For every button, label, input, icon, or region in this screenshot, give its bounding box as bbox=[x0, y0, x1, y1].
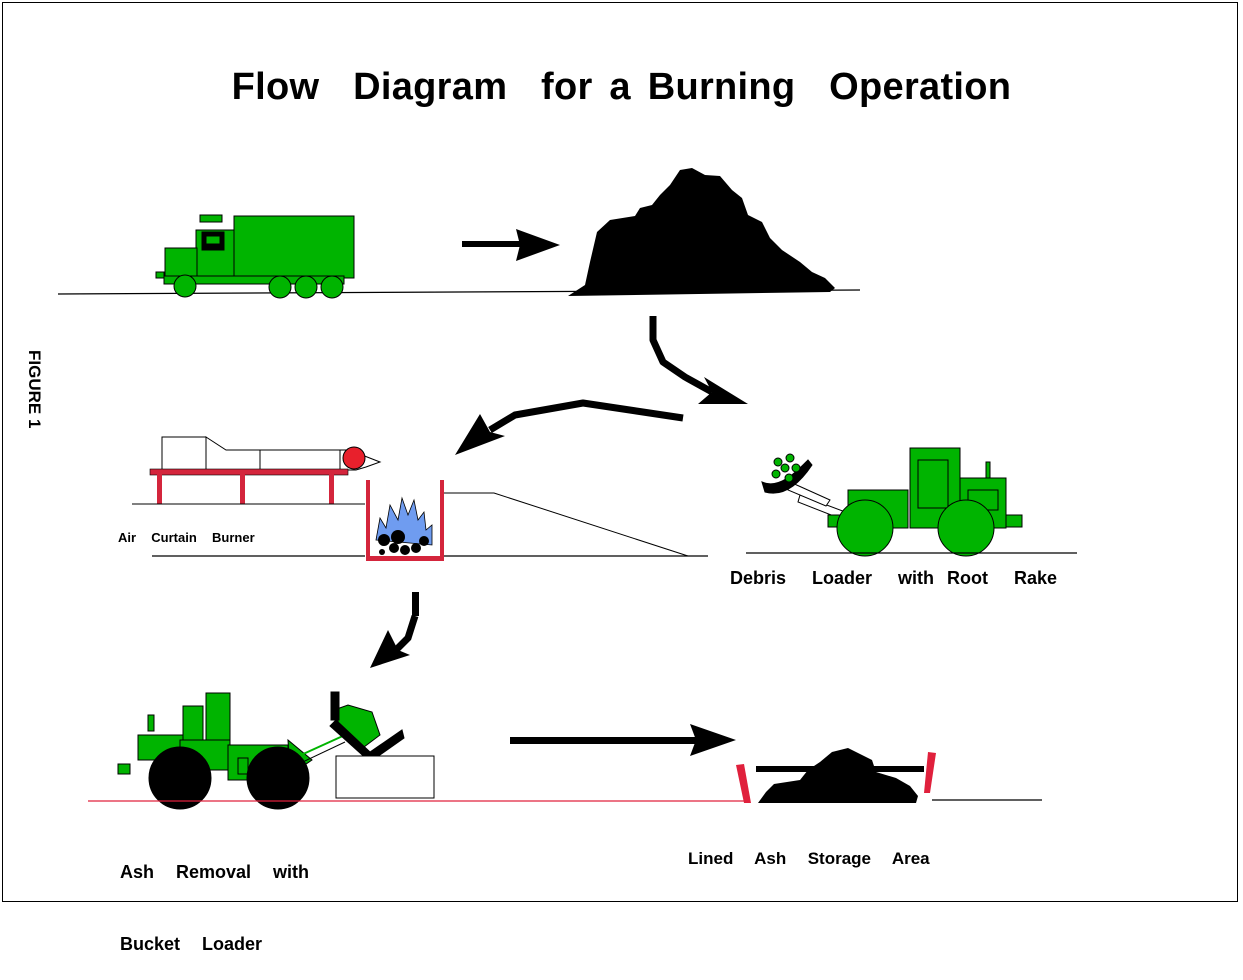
arrow-truck-to-pile-icon bbox=[462, 229, 560, 261]
debris-loader-label: Debris Loader with Root Rake bbox=[730, 568, 1058, 588]
arrow-head-to-loader-icon bbox=[698, 377, 748, 404]
arrow-ash-to-storage-icon bbox=[510, 724, 736, 756]
burner-pit-icon bbox=[366, 480, 444, 561]
dump-truck-icon bbox=[155, 214, 355, 299]
air-curtain-burner-icon bbox=[149, 436, 382, 504]
air-curtain-burner-label: Air Curtain Burner bbox=[118, 530, 255, 545]
arrow-burner-to-ash-icon bbox=[370, 592, 419, 668]
arrow-loader-to-burner-icon bbox=[488, 399, 684, 434]
debris-loader-icon bbox=[761, 447, 1023, 557]
ash-removal-label-line2: Bucket Loader bbox=[120, 934, 263, 954]
bucket-loader-icon bbox=[117, 691, 405, 810]
arrow-pile-to-loader-icon bbox=[649, 316, 714, 396]
ash-removal-label: Ash Removal with Bucket Loader bbox=[120, 812, 309, 980]
ash-truck-box bbox=[335, 755, 435, 799]
ash-storage-icon bbox=[736, 748, 936, 803]
ash-storage-label: Lined Ash Storage Area bbox=[688, 849, 930, 868]
ramp-icon bbox=[444, 492, 689, 557]
arrow-head-to-burner-icon bbox=[455, 414, 505, 455]
diagram-title: Flow Diagram for a Burning Operation bbox=[231, 66, 1012, 108]
debris-pile-icon bbox=[568, 168, 835, 296]
ash-removal-label-line1: Ash Removal with bbox=[120, 862, 310, 882]
flow-diagram-art bbox=[57, 168, 1077, 810]
